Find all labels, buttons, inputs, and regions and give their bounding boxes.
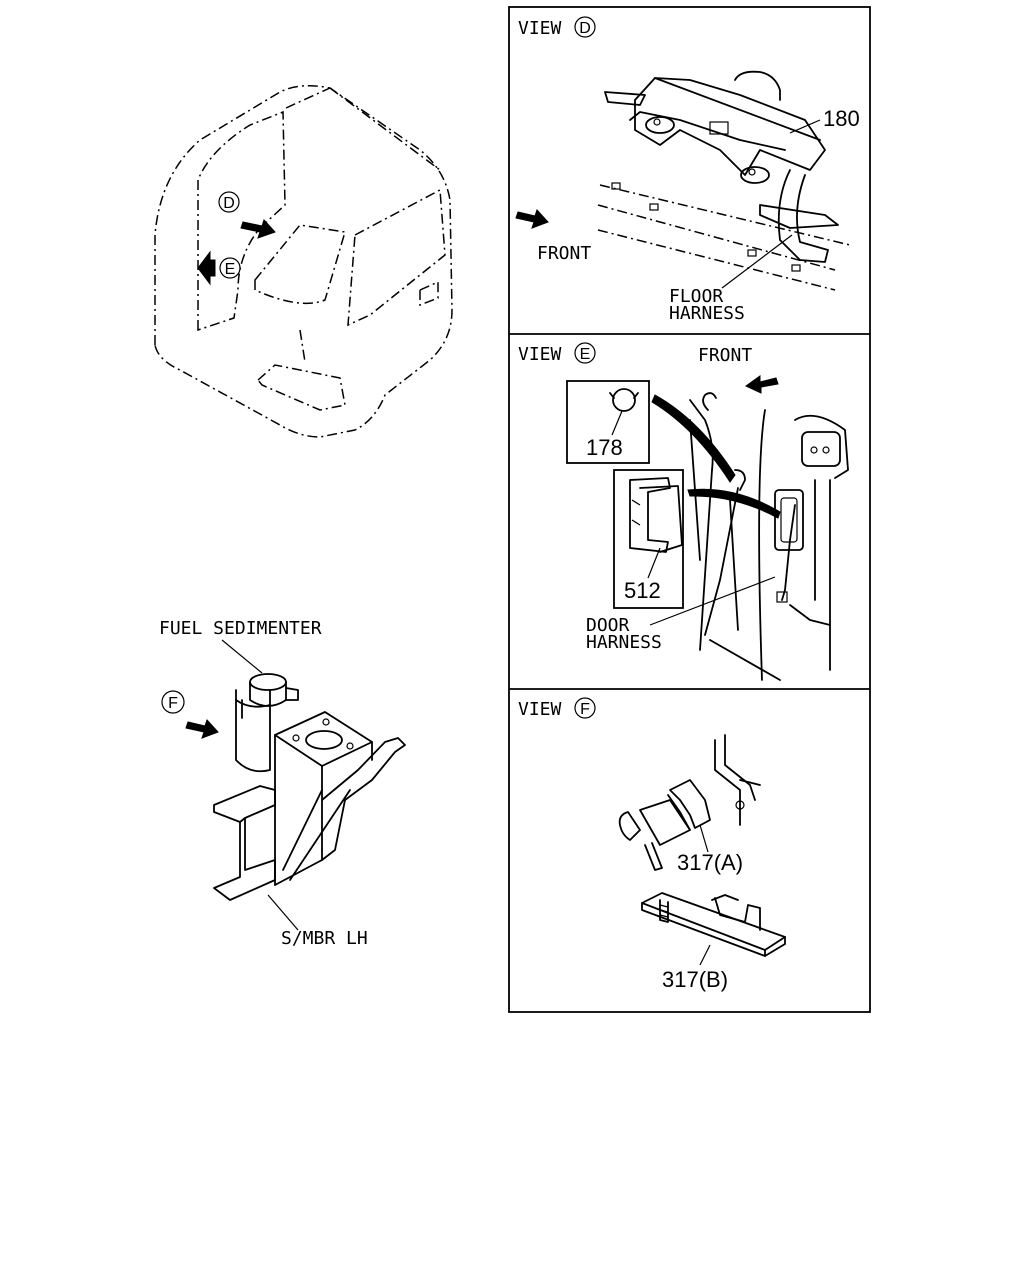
floor-harness-label-1: FLOOR [669,286,723,307]
part-180-label: 180 [823,106,860,131]
cab-marker-d: D [218,191,240,213]
view-f-title: VIEW F [518,697,596,720]
front-arrow-d-icon [515,209,549,229]
floor-harness-clamp-illustration [597,70,851,291]
view-e-title: VIEW E [518,342,596,365]
svg-text:E: E [580,346,591,363]
clip-512-illustration [629,477,683,553]
svg-text:D: D [223,195,235,212]
part-512-label: 512 [624,578,661,603]
front-arrow-e-icon [745,375,779,394]
bracket-clip-317a-illustration [618,734,761,871]
part-512-leader [647,547,661,579]
floor-harness-label-2: HARNESS [669,303,745,324]
part-178-leader [611,410,623,436]
svg-text:D: D [579,20,591,37]
part-512-box [613,469,684,609]
part-317a-leader [699,824,709,853]
cab-marker-e: E [219,257,241,279]
arrow-e-icon [197,250,216,286]
fuel-sedimenter-label: FUEL SEDIMENTER [159,618,322,639]
part-180-leader [789,119,821,134]
arrow-f-icon [185,719,219,739]
door-harness-label-1: DOOR [586,615,630,636]
sedimenter-leader-line [221,639,263,674]
views-frame [508,6,871,1013]
door-harness-illustration [651,392,849,681]
cab-illustration [154,85,453,438]
door-harness-leader [649,576,776,626]
fuel-sedimenter-illustration [213,673,406,901]
svg-text:VIEW: VIEW [518,699,562,720]
member-leader-line [267,894,299,931]
part-317b-label: 317(B) [662,967,728,992]
view-d-title: VIEW D [518,16,596,39]
floor-harness-leader [721,234,793,289]
part-317a-label: 317(A) [677,850,743,875]
part-178-label: 178 [586,435,623,460]
view-e-front-label: FRONT [698,345,752,366]
svg-text:VIEW: VIEW [518,18,562,39]
grommet-178-illustration [609,388,639,412]
svg-text:VIEW: VIEW [518,344,562,365]
svg-text:F: F [168,695,178,712]
svg-text:E: E [225,261,236,278]
member-label: S/MBR LH [281,928,368,949]
part-178-box [566,380,650,464]
door-harness-label-2: HARNESS [586,632,662,653]
bracket-317b-illustration [641,892,786,957]
arrow-d-icon [240,219,276,239]
part-317b-leader [699,944,711,966]
marker-f: F [161,690,185,714]
svg-text:F: F [580,701,590,718]
view-d-front-label: FRONT [537,243,591,264]
